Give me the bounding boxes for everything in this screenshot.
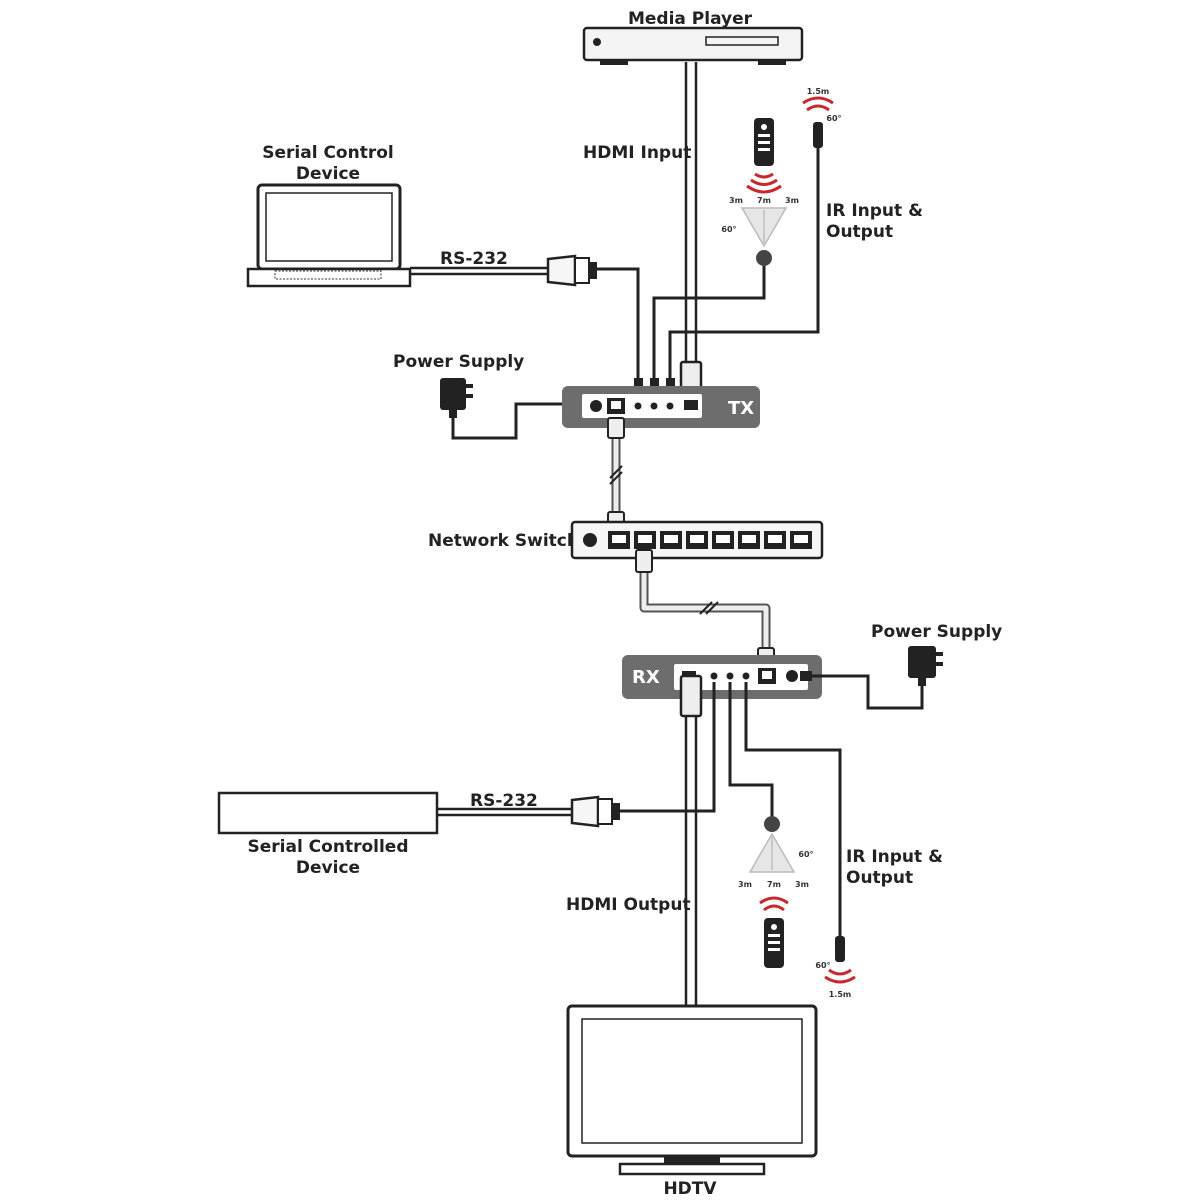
ir-top-blaster-dist: 1.5m bbox=[807, 87, 830, 96]
power-supply-top-label: Power Supply bbox=[393, 352, 524, 372]
rx-label: RX bbox=[632, 667, 660, 688]
ir-receiver-icon bbox=[650, 207, 788, 392]
network-switch bbox=[570, 520, 824, 560]
network-switch-label: Network Switch bbox=[428, 531, 579, 551]
hdmi-input-cable bbox=[679, 62, 703, 404]
rs232-top-label: RS-232 bbox=[440, 249, 508, 269]
serial-control-device-label-line2: Device bbox=[296, 164, 360, 184]
power-adapter-bottom-icon bbox=[800, 646, 943, 710]
serial-controlled-device-label-line1: Serial Controlled bbox=[247, 837, 408, 857]
ir-bottom-rx-angle: 60° bbox=[798, 850, 813, 859]
laptop-icon bbox=[246, 183, 412, 288]
media-player-label: Media Player bbox=[628, 9, 753, 29]
ir-bottom-label-line1: IR Input & bbox=[846, 847, 943, 867]
ir-bottom-rx-mid-dist: 7m bbox=[767, 880, 781, 889]
rs232-bottom-cable bbox=[437, 682, 716, 828]
serial-control-device-label-line1: Serial Control bbox=[262, 143, 393, 163]
ir-receiver-bottom-icon bbox=[728, 682, 796, 873]
ir-bottom-label-line2: Output bbox=[846, 868, 913, 888]
rs232-top-cable bbox=[410, 254, 643, 392]
ir-top-label-line2: Output bbox=[826, 222, 893, 242]
ir-top-rx-angle: 60° bbox=[721, 225, 736, 234]
cat-cable-rx bbox=[635, 549, 775, 671]
ir-top-rx-right-dist: 3m bbox=[785, 196, 799, 205]
ir-bottom-rx-right-dist: 3m bbox=[795, 880, 809, 889]
power-adapter-icon bbox=[440, 378, 588, 440]
ir-bottom-rx-left-dist: 3m bbox=[738, 880, 752, 889]
serial-controlled-device-label-line2: Device bbox=[296, 858, 360, 878]
tx-label: TX bbox=[728, 398, 754, 419]
cat-cable-tx bbox=[607, 417, 625, 535]
ir-top-rx-left-dist: 3m bbox=[729, 196, 743, 205]
power-supply-bottom-label: Power Supply bbox=[871, 622, 1002, 642]
ir-waves-icon bbox=[746, 172, 782, 194]
remote-control-bottom-icon bbox=[764, 918, 784, 968]
ir-top-rx-mid-dist: 7m bbox=[757, 196, 771, 205]
hdmi-output-label: HDMI Output bbox=[566, 895, 691, 915]
serial-controlled-device bbox=[217, 791, 439, 835]
ir-blaster-waves-icon bbox=[802, 96, 834, 112]
media-player bbox=[582, 26, 804, 65]
hdmi-output-cable bbox=[679, 674, 703, 1006]
hdtv-icon bbox=[566, 1004, 818, 1176]
ir-bottom-blaster-angle: 60° bbox=[815, 961, 830, 970]
ir-top-blaster-angle: 60° bbox=[826, 114, 841, 123]
ir-blaster-icon bbox=[666, 122, 823, 392]
hdmi-input-label: HDMI Input bbox=[583, 143, 691, 163]
rs232-bottom-label: RS-232 bbox=[470, 791, 538, 811]
remote-control-icon bbox=[754, 118, 774, 166]
ir-blaster-bottom-waves-icon bbox=[824, 968, 856, 984]
hdtv-label: HDTV bbox=[663, 1179, 717, 1199]
ir-waves-bottom-icon bbox=[759, 896, 789, 912]
ir-blaster-bottom-icon bbox=[744, 682, 845, 962]
ir-bottom-blaster-dist: 1.5m bbox=[829, 990, 852, 999]
ir-top-label-line1: IR Input & bbox=[826, 201, 923, 221]
